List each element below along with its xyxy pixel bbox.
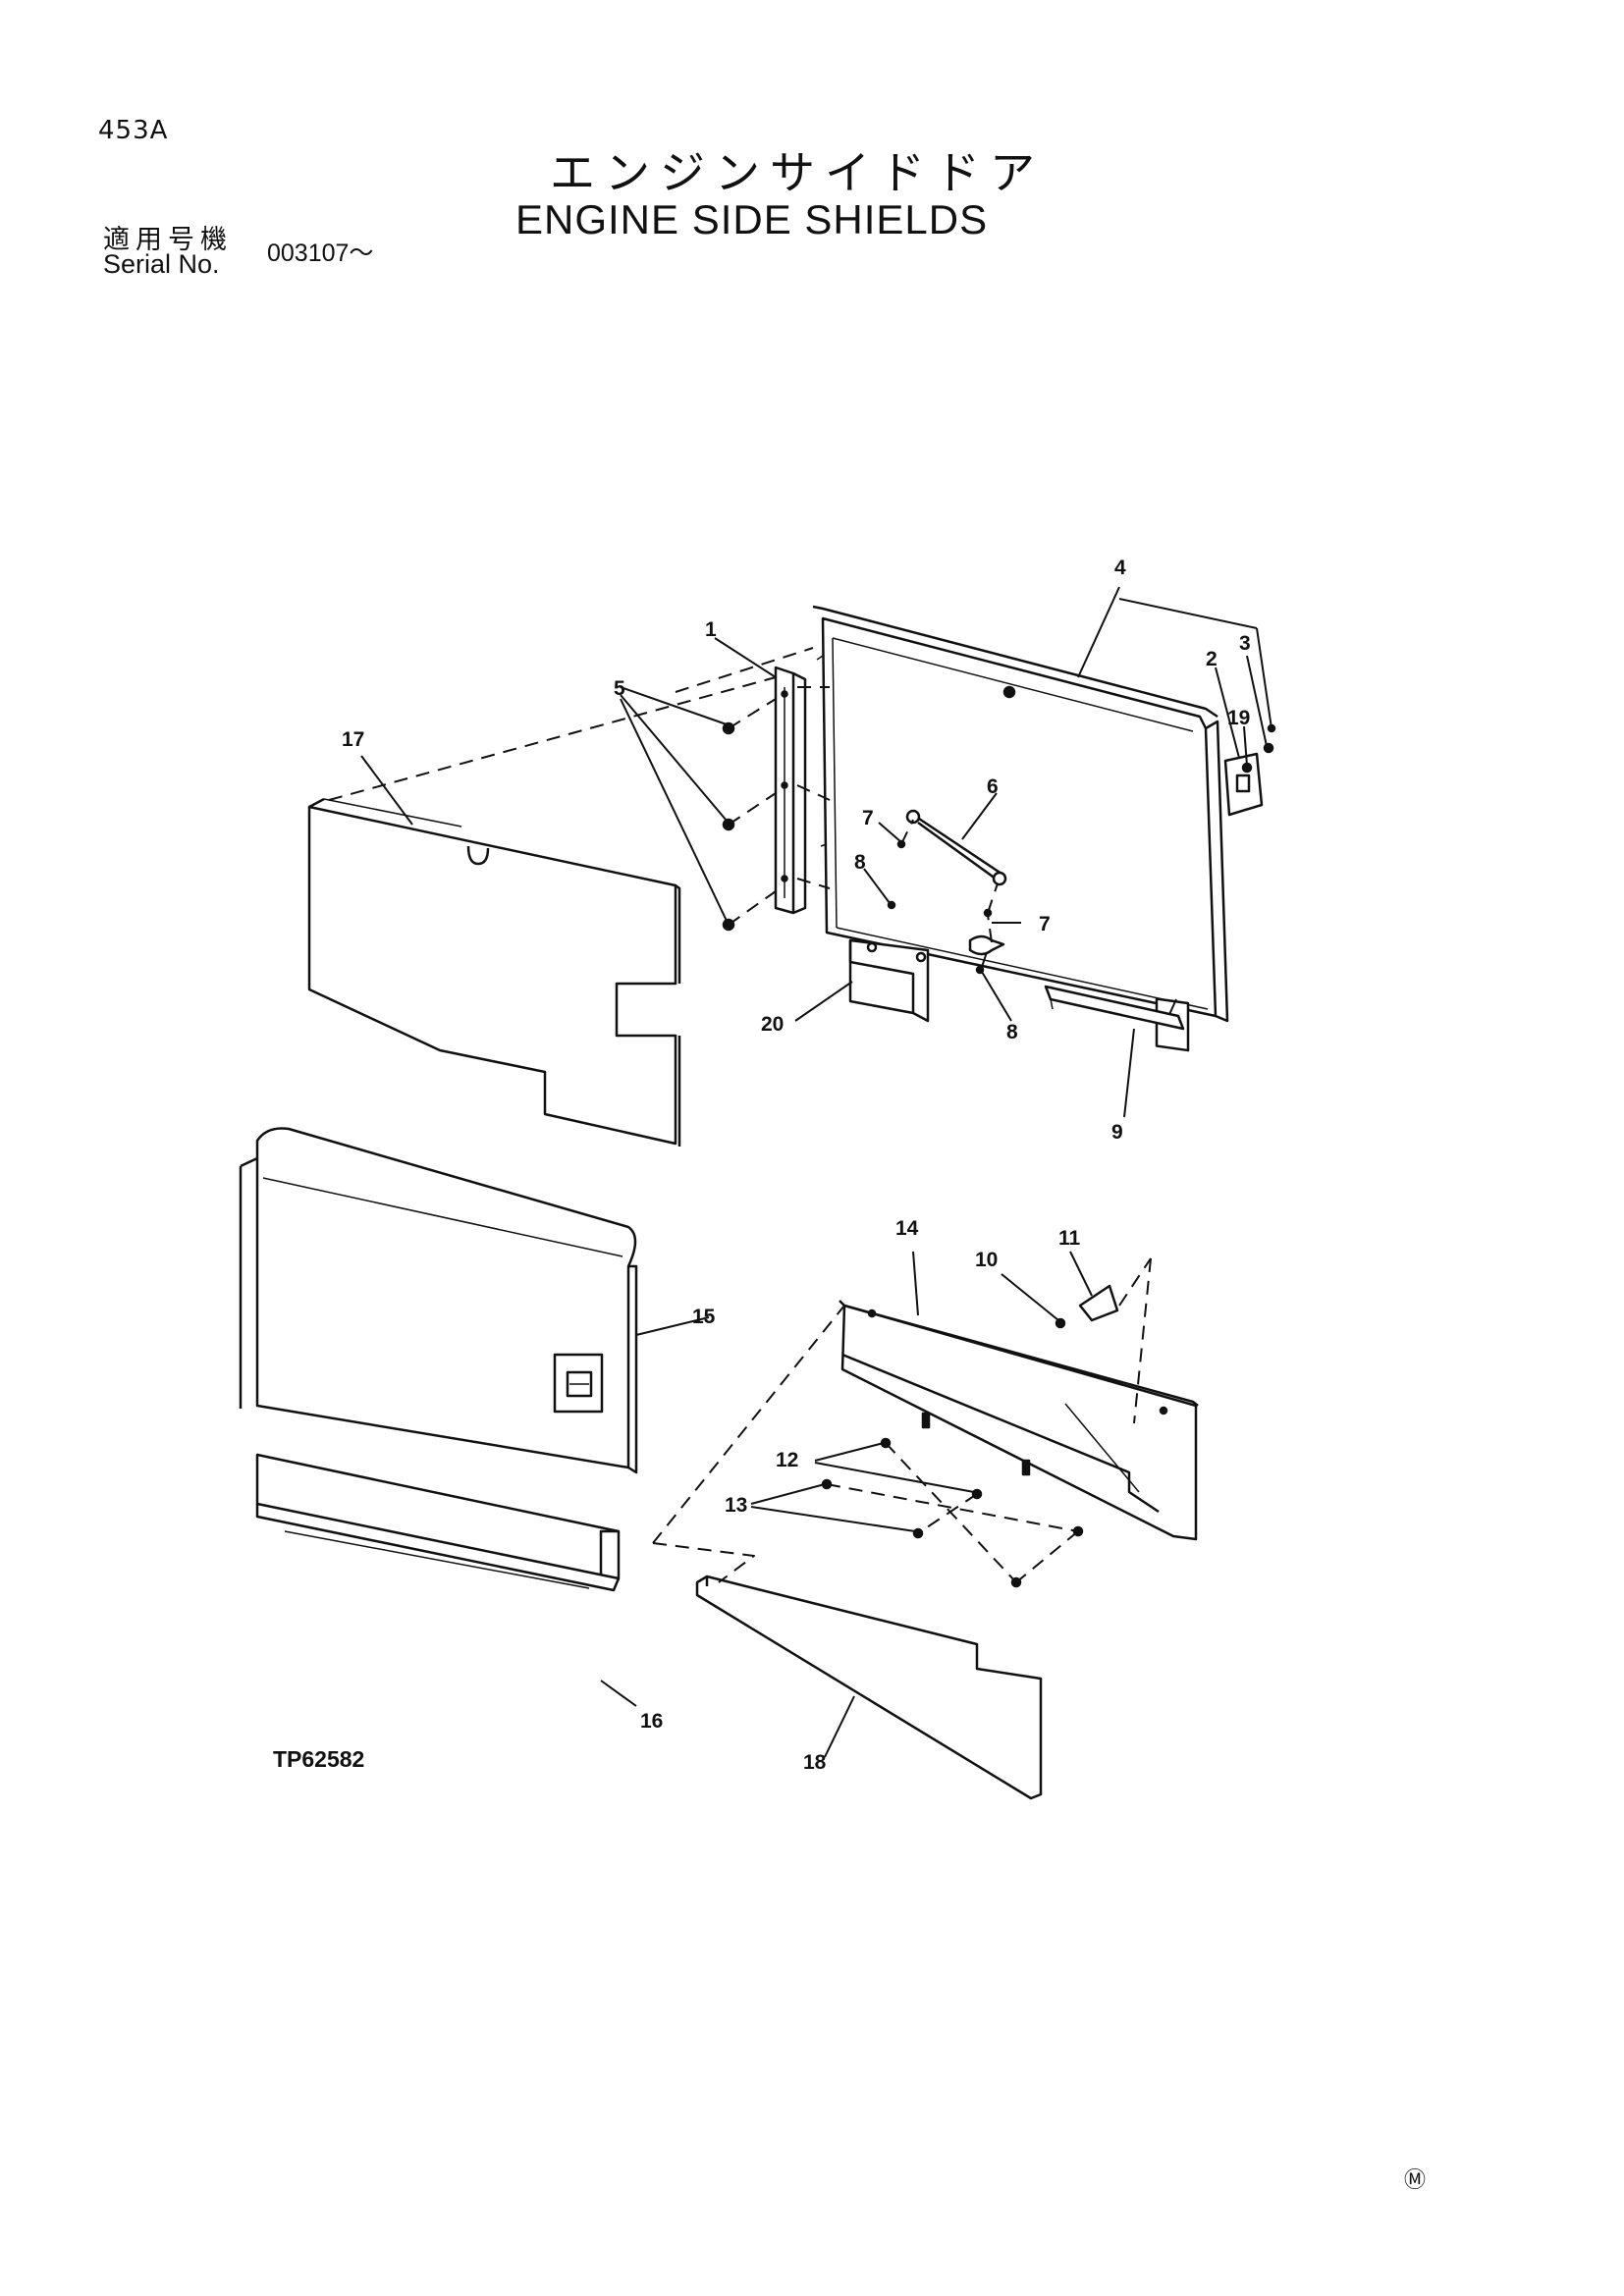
part-11-clip xyxy=(1055,1284,1119,1329)
callout-15: 15 xyxy=(692,1306,716,1328)
part-2-latch xyxy=(1223,723,1276,817)
callout-14: 14 xyxy=(895,1217,919,1240)
callout-10: 10 xyxy=(975,1249,998,1271)
part-4-door-panel xyxy=(812,605,1229,1052)
callout-labels: 1 2 3 4 5 6 7 7 8 8 9 10 11 12 13 14 15 … xyxy=(273,557,1426,2192)
part-14-rail xyxy=(839,1300,1199,1541)
callout-6: 6 xyxy=(987,775,999,798)
callout-8-lower: 8 xyxy=(1006,1021,1018,1043)
figure-id: TP62582 xyxy=(273,1746,364,1772)
part-20-bracket xyxy=(848,938,930,1023)
part-16-skirt xyxy=(255,1453,621,1592)
page-number: 453A xyxy=(98,116,169,145)
part-15-lower-door xyxy=(239,1127,638,1474)
serial-number-value: 003107～ xyxy=(267,240,374,267)
callout-3: 3 xyxy=(1239,632,1251,655)
serial-label-japanese: 適用号機 xyxy=(103,225,233,255)
callout-9: 9 xyxy=(1111,1121,1123,1144)
part-17-inner-panel xyxy=(307,797,681,1147)
title-japanese: エンジンサイドドア xyxy=(550,146,1045,199)
part-9-strip xyxy=(1044,985,1185,1031)
callout-7-upper: 7 xyxy=(862,807,874,829)
callout-19: 19 xyxy=(1227,707,1250,729)
part-18-lower-panel xyxy=(695,1575,1043,1800)
callout-12: 12 xyxy=(776,1449,798,1471)
callout-13: 13 xyxy=(725,1494,747,1517)
callout-1: 1 xyxy=(705,618,717,641)
callout-2: 2 xyxy=(1206,648,1218,670)
callout-16: 16 xyxy=(640,1710,663,1733)
dashed-assembly-lines xyxy=(328,647,1152,1583)
title-english: ENGINE SIDE SHIELDS xyxy=(515,196,989,242)
corner-mark: Ⓜ xyxy=(1404,2167,1426,2192)
callout-4: 4 xyxy=(1114,557,1126,579)
callout-8-upper: 8 xyxy=(854,851,866,874)
part-1-vertical-strip xyxy=(774,666,807,915)
callout-11: 11 xyxy=(1058,1227,1081,1250)
callout-17: 17 xyxy=(342,728,364,751)
callout-20: 20 xyxy=(761,1013,784,1036)
callout-5: 5 xyxy=(614,677,625,700)
callout-7-lower: 7 xyxy=(1039,913,1051,935)
callout-18: 18 xyxy=(803,1751,827,1774)
serial-label-english: Serial No. xyxy=(103,249,220,279)
part-5-bolts xyxy=(722,721,735,932)
callout-leader-lines xyxy=(360,586,1272,1758)
